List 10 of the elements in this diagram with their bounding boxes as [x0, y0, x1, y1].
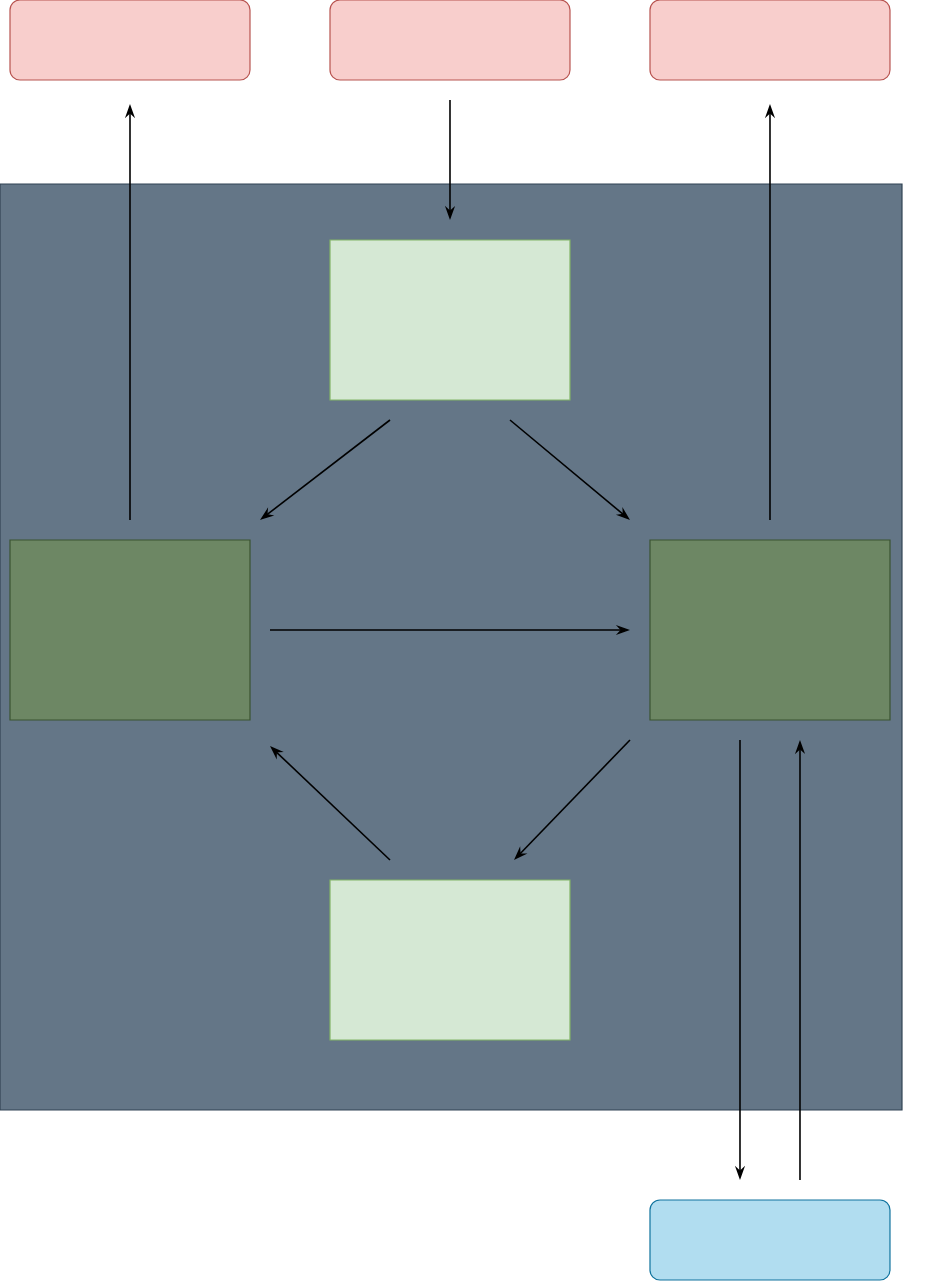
box — [649, 0, 891, 81]
box — [9, 0, 251, 81]
box — [9, 539, 251, 721]
box — [329, 239, 571, 401]
box — [649, 539, 891, 721]
arrow — [514, 739, 631, 860]
box — [329, 0, 571, 81]
box — [329, 879, 571, 1041]
arrow — [270, 746, 391, 861]
box — [649, 1199, 891, 1281]
